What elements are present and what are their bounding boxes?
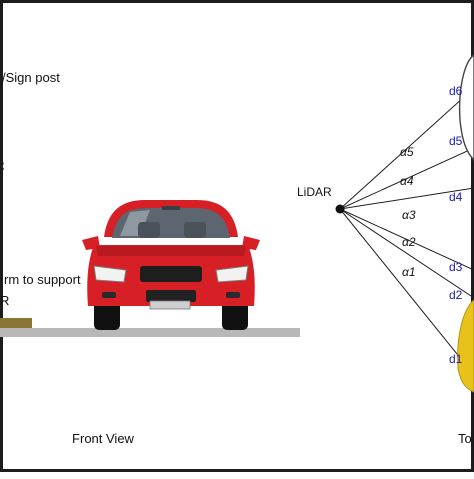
car-tyre-right	[222, 300, 248, 330]
car-upper-grille	[140, 266, 202, 282]
car-mirror	[162, 206, 180, 210]
front-view-caption: Front View	[72, 431, 135, 446]
ray-d6	[339, 87, 474, 210]
ray-d4	[339, 187, 474, 210]
distance-label-d1: d1	[449, 352, 463, 366]
lidar-rays	[339, 87, 474, 376]
angle-label-a4: α4	[400, 174, 414, 188]
ray-d2	[339, 208, 474, 299]
distance-label-d2: d2	[449, 288, 463, 302]
car-headlight-left	[93, 265, 127, 283]
ray-d5	[339, 147, 474, 210]
distance-label-d3: d3	[449, 260, 463, 274]
top-view-caption: To	[458, 431, 472, 446]
distance-label-d5: d5	[449, 134, 463, 148]
ray-d1	[339, 208, 474, 376]
distance-label-d4: d4	[449, 190, 463, 204]
angle-label-a3: α3	[402, 208, 416, 222]
cut-colon-label: :	[0, 157, 5, 174]
vehicle-upper-outline	[458, 54, 474, 161]
distance-label-d6: d6	[449, 84, 463, 98]
angle-label-a1: α1	[402, 265, 416, 279]
cut-letter-label: R	[0, 293, 9, 308]
car-lower-grille	[146, 290, 196, 302]
ground-strip	[0, 328, 300, 337]
car-front-view	[82, 200, 260, 330]
angle-label-a2: α2	[402, 235, 416, 249]
car-foglight-left	[102, 292, 116, 298]
car-hood-line	[96, 246, 246, 256]
car-foglight-right	[226, 292, 240, 298]
lidar-sensor-dot	[335, 204, 345, 214]
car-headlight-right	[215, 265, 249, 283]
angle-label-a5: α5	[400, 145, 414, 159]
car-seat-right	[184, 222, 206, 238]
lidar-label: LiDAR	[297, 185, 332, 199]
vehicle-lower-reflector	[457, 299, 474, 393]
ray-d3	[339, 208, 474, 271]
support-arm-label: rm to support	[4, 272, 81, 287]
lidar-mount-block	[0, 318, 32, 330]
car-license-plate	[149, 300, 191, 310]
sign-post-label: /Sign post	[2, 70, 60, 85]
car-seat-left	[138, 222, 160, 238]
car-tyre-left	[94, 300, 120, 330]
